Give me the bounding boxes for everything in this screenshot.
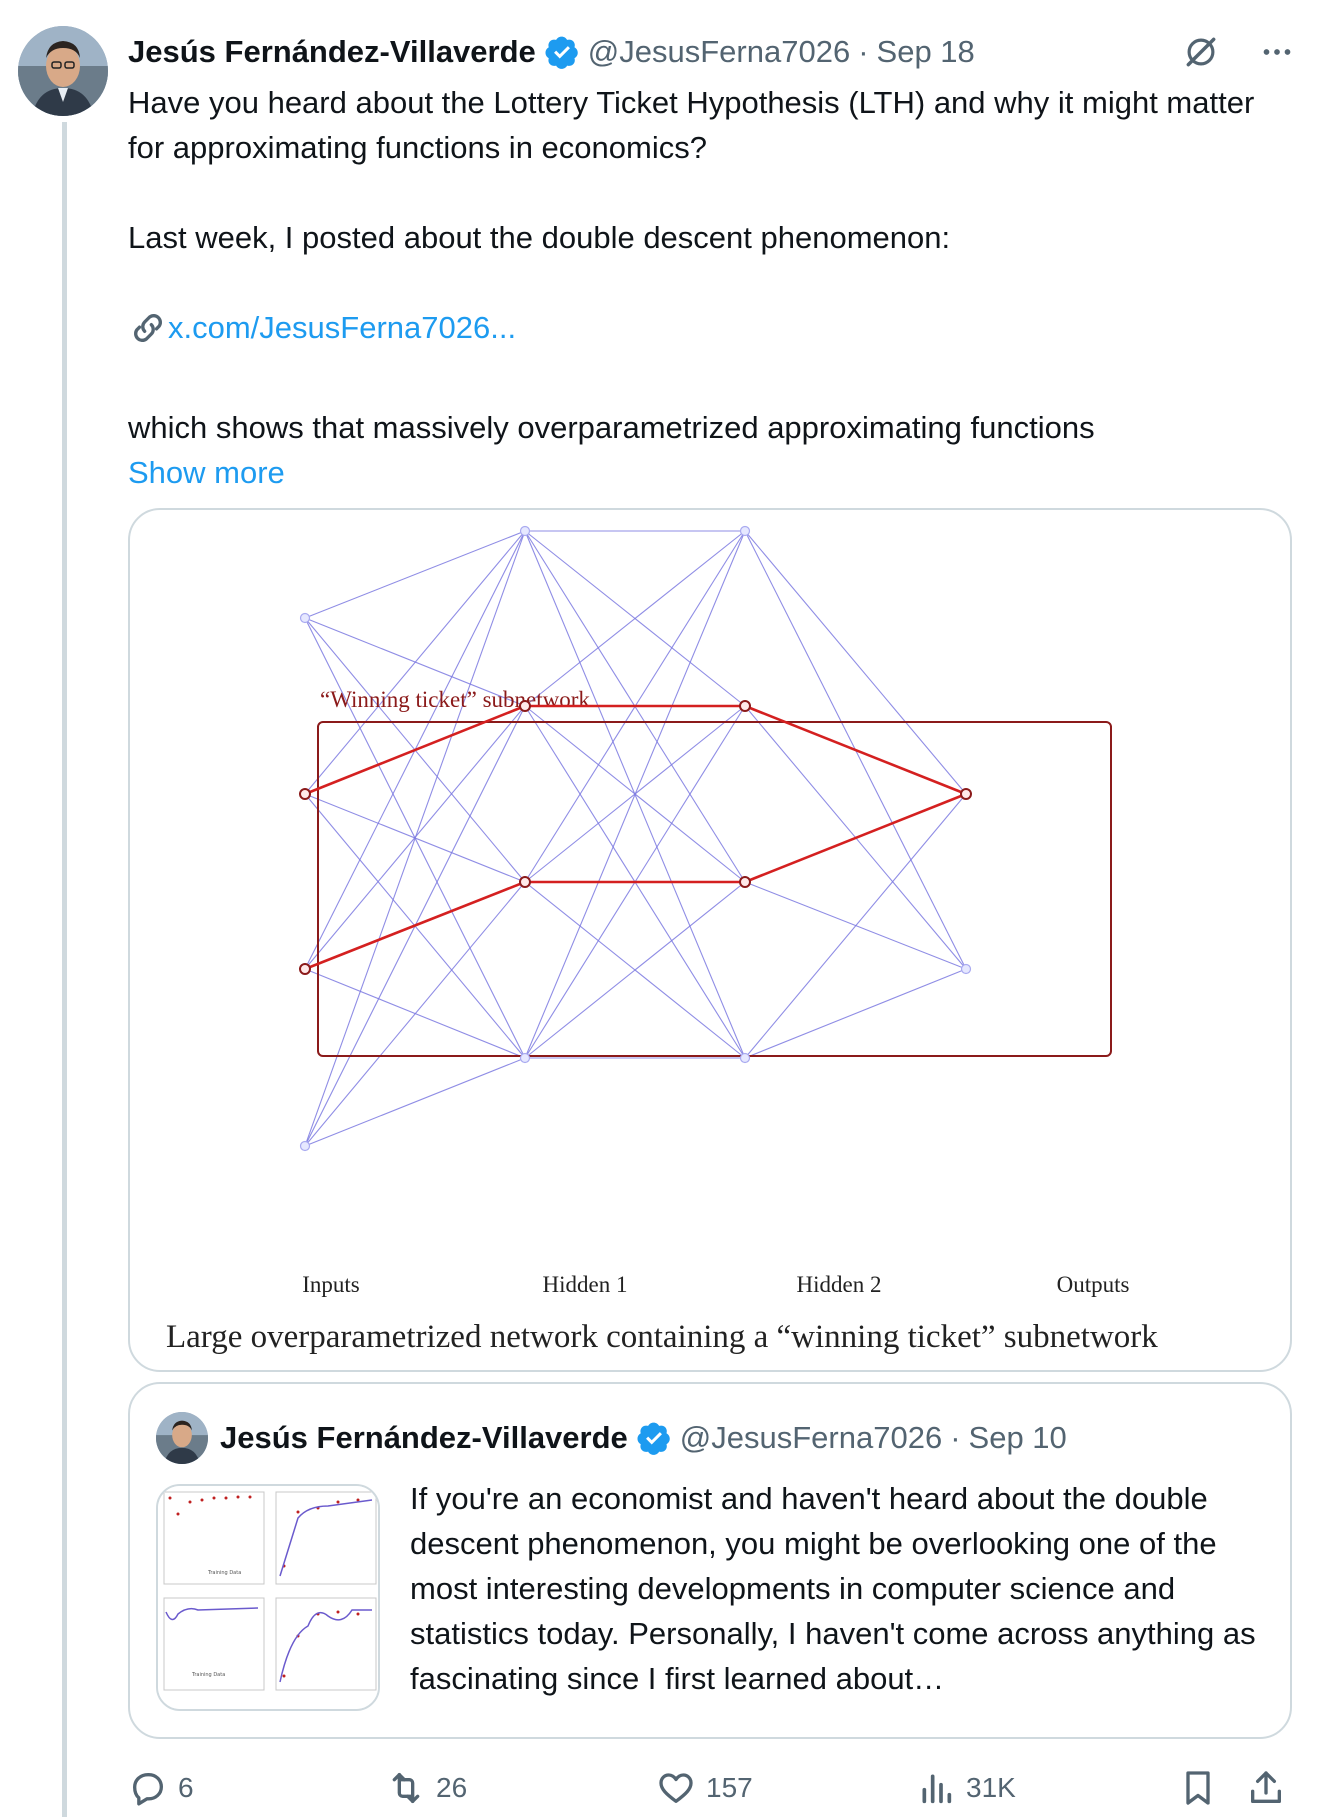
quote-header: Jesús Fernández-Villaverde @JesusFerna70… — [220, 1414, 1067, 1462]
quote-author-name: Jesús Fernández-Villaverde — [220, 1420, 628, 1455]
bookmark-button[interactable] — [1178, 1766, 1228, 1810]
thread-line — [62, 122, 67, 1817]
tweet-media-image[interactable]: “Winning ticket” subnetwork Inputs Hidde… — [128, 508, 1292, 1372]
winning-node — [519, 876, 531, 888]
network-edge — [744, 968, 967, 1059]
tweet-link-text: x.com/JesusFerna7026... — [168, 310, 517, 345]
figure-caption: Large overparametrized network containin… — [166, 1319, 1158, 1355]
verified-badge-icon[interactable] — [544, 34, 580, 70]
tweet-top-actions — [1179, 30, 1299, 74]
network-edge — [304, 530, 526, 1147]
quote-separator-dot: · — [950, 1420, 961, 1455]
network-edge — [744, 793, 967, 1059]
views-icon — [916, 1768, 966, 1808]
tweet-text: Have you heard about the Lottery Ticket … — [128, 80, 1268, 495]
network-edge — [304, 1057, 526, 1147]
network-node — [299, 1140, 311, 1152]
network-node — [519, 1052, 531, 1064]
layer-label-hidden-2: Hidden 2 — [797, 1272, 882, 1297]
network-edge — [304, 881, 526, 1147]
winning-node — [739, 700, 751, 712]
repost-button[interactable]: 26 — [386, 1766, 467, 1810]
verified-badge-icon — [636, 1420, 672, 1456]
winning-edge — [304, 880, 526, 971]
quote-avatar[interactable] — [156, 1412, 208, 1464]
like-icon — [656, 1768, 706, 1808]
winning-node — [960, 788, 972, 800]
bookmark-icon — [1178, 1768, 1228, 1808]
subnetwork-label: “Winning ticket” subnetwork — [320, 687, 590, 712]
winning-node — [519, 700, 531, 712]
tweet-text-paragraph-3: which shows that massively overparametri… — [128, 409, 1095, 445]
network-diagram: “Winning ticket” subnetwork Inputs Hidde… — [166, 525, 1158, 1355]
network-node — [739, 525, 751, 537]
show-more-link[interactable]: Show more — [128, 454, 285, 490]
views-button[interactable]: 31K — [916, 1766, 1016, 1810]
network-edge — [524, 881, 746, 1059]
network-node — [519, 525, 531, 537]
grok-icon[interactable] — [1179, 30, 1223, 74]
network-node — [960, 963, 972, 975]
svg-text:Training Data: Training Data — [191, 1672, 225, 1678]
network-edge — [304, 530, 526, 619]
network-edge — [304, 530, 526, 795]
network-node — [299, 612, 311, 624]
layer-label-inputs: Inputs — [302, 1272, 360, 1297]
tweet-date[interactable]: Sep 18 — [876, 34, 975, 69]
author-handle[interactable]: @JesusFerna7026 — [587, 34, 851, 69]
network-edge — [524, 530, 746, 1059]
network-node — [739, 1052, 751, 1064]
reply-button[interactable]: 6 — [128, 1766, 194, 1810]
reply-icon — [128, 1768, 178, 1808]
author-name[interactable]: Jesús Fernández-Villaverde — [128, 34, 536, 69]
winning-node — [739, 876, 751, 888]
quote-thumbnail-image[interactable]: Training Data Training Data — [156, 1484, 380, 1711]
subnetwork-box — [317, 721, 1112, 1057]
repost-count: 26 — [436, 1772, 468, 1803]
share-button[interactable] — [1246, 1766, 1296, 1810]
tweet-text-paragraph-1: Have you heard about the Lottery Ticket … — [128, 85, 1255, 165]
more-icon[interactable] — [1255, 30, 1299, 74]
winning-node — [299, 963, 311, 975]
winning-edge — [744, 704, 967, 796]
quote-handle: @JesusFerna7026 — [679, 1420, 943, 1455]
quote-date: Sep 10 — [968, 1420, 1067, 1455]
reply-count: 6 — [178, 1772, 194, 1803]
separator-dot: · — [858, 34, 869, 69]
link-icon — [128, 308, 168, 348]
quote-text: If you're an economist and haven't heard… — [410, 1481, 1256, 1696]
winning-edge — [304, 704, 526, 796]
tweet-action-bar: 6 26 157 31K — [128, 1766, 1292, 1810]
share-icon — [1246, 1768, 1296, 1808]
avatar[interactable] — [18, 26, 108, 116]
like-count: 157 — [706, 1772, 753, 1803]
tweet-text-paragraph-2: Last week, I posted about the double des… — [128, 220, 951, 255]
views-count: 31K — [966, 1772, 1016, 1803]
tweet-header: Jesús Fernández-Villaverde @JesusFerna70… — [128, 30, 975, 74]
svg-text:Training Data: Training Data — [207, 1570, 241, 1576]
tweet-link[interactable]: x.com/JesusFerna7026... — [128, 305, 516, 350]
winning-edge — [744, 792, 967, 884]
repost-icon — [386, 1768, 436, 1808]
network-edge — [744, 530, 967, 795]
quoted-tweet[interactable]: Jesús Fernández-Villaverde @JesusFerna70… — [128, 1382, 1292, 1739]
network-edge — [524, 530, 746, 707]
winning-node — [299, 788, 311, 800]
like-button[interactable]: 157 — [656, 1766, 753, 1810]
layer-label-hidden-1: Hidden 1 — [543, 1272, 628, 1297]
layer-label-outputs: Outputs — [1057, 1272, 1130, 1297]
